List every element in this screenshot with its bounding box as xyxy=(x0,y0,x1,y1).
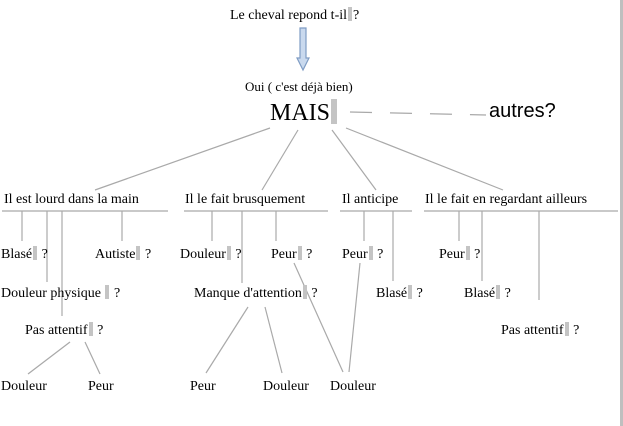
marker xyxy=(368,246,373,260)
edge-mais-lourd xyxy=(94,127,271,191)
node-douleur-physique: Douleur physique ? xyxy=(1,285,121,301)
edge-mais-ailleurs xyxy=(345,127,504,191)
edge-mais-brusque xyxy=(261,129,299,191)
node-douleur-d: Douleur xyxy=(330,379,376,394)
down-arrow-icon xyxy=(296,27,310,72)
node-pas-attentif-1: Pas attentif ? xyxy=(25,322,104,338)
mais-label: MAIS xyxy=(270,99,338,125)
marker xyxy=(564,322,569,336)
marker xyxy=(33,246,38,260)
branch-brusque: Il le fait brusquement xyxy=(185,192,306,207)
node-pas-attentif-2: Pas attentif ? xyxy=(501,322,580,338)
node-blase-1: Blasé ? xyxy=(1,246,48,262)
edge-peur-b-douleur-d xyxy=(293,262,344,373)
marker xyxy=(226,246,231,260)
node-autiste: Autiste ? xyxy=(95,246,152,262)
marker xyxy=(136,246,141,260)
marker xyxy=(88,322,93,336)
marker xyxy=(408,285,413,299)
edge-peur-c xyxy=(205,306,249,374)
question-text: Le cheval repond t-il? xyxy=(230,7,360,23)
edge-peur-d-douleur-d xyxy=(348,262,361,373)
edge-douleur-a xyxy=(27,341,71,375)
marker xyxy=(496,285,501,299)
answer-text: Oui ( c'est déjà bien) xyxy=(245,79,353,94)
node-douleur-c: Douleur xyxy=(263,379,309,394)
edge-mais-autres xyxy=(349,111,487,116)
node-douleur-a: Douleur xyxy=(1,379,47,394)
marker xyxy=(105,285,110,299)
node-peur-c: Peur xyxy=(190,379,216,394)
node-peur-d: Peur ? xyxy=(342,246,384,262)
autres-label: autres? xyxy=(489,100,556,122)
edge-mais-anticipe xyxy=(331,129,377,191)
marker xyxy=(465,246,470,260)
branch-ailleurs: Il le fait en regardant ailleurs xyxy=(425,192,588,207)
node-douleur-b: Douleur ? xyxy=(180,246,242,262)
branch-lourd: Il est lourd dans la main xyxy=(4,192,139,207)
node-peur-b: Peur ? xyxy=(271,246,313,262)
node-manque-attention: Manque d'attention ? xyxy=(194,285,318,301)
page-edge xyxy=(620,0,623,426)
edge-douleur-c xyxy=(264,306,283,374)
edge-peur-a xyxy=(84,341,101,375)
marker xyxy=(348,7,353,21)
node-blase-3: Blasé ? xyxy=(464,285,511,301)
branch-anticipe: Il anticipe xyxy=(342,192,399,207)
marker xyxy=(331,99,338,125)
node-blase-2: Blasé ? xyxy=(376,285,423,301)
node-peur-a: Peur xyxy=(88,379,114,394)
marker xyxy=(297,246,302,260)
node-peur-e: Peur ? xyxy=(439,246,481,262)
marker xyxy=(302,285,307,299)
